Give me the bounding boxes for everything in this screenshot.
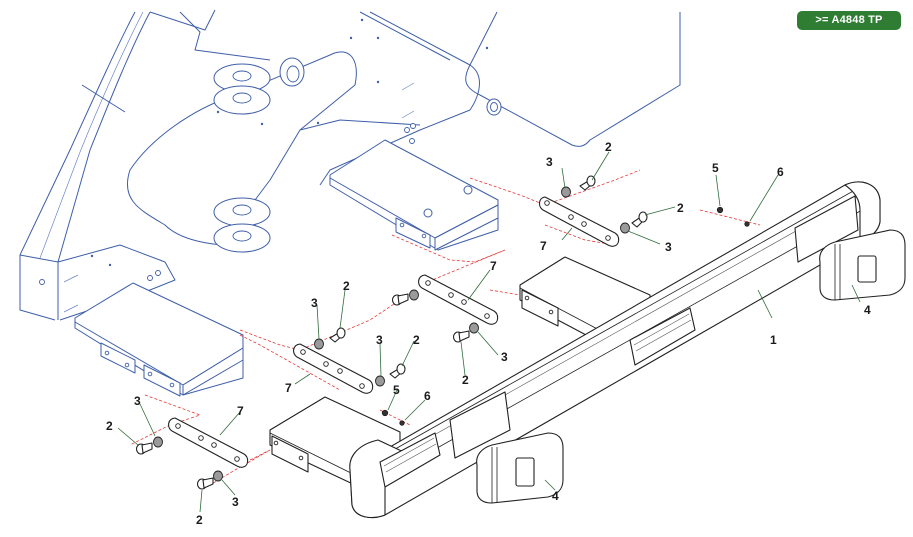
leader-lines <box>117 151 861 513</box>
callout-3: 3 <box>311 296 318 310</box>
machine-frame <box>19 9 681 397</box>
nut-icon <box>423 208 433 218</box>
light-lens <box>857 255 877 283</box>
callout-1: 1 <box>770 333 777 347</box>
callout-2: 2 <box>413 333 420 347</box>
nut <box>716 206 724 214</box>
callout-3: 3 <box>134 394 141 408</box>
washer <box>314 338 324 350</box>
frame-left-arm-outer <box>19 11 136 321</box>
callout-4: 4 <box>552 489 559 503</box>
callout-6: 6 <box>777 165 784 179</box>
link-plate-c <box>293 343 374 394</box>
light-recess-right <box>794 195 859 263</box>
callout-3: 3 <box>232 495 239 509</box>
bolt <box>389 363 406 379</box>
bolt <box>631 211 648 228</box>
callout-labels: 1 2 2 2 2 2 2 2 3 3 3 3 3 3 3 4 4 5 5 6 … <box>106 140 871 527</box>
bolt <box>135 442 153 455</box>
washer <box>409 289 419 301</box>
link-plate-a <box>538 196 620 247</box>
fasteners <box>135 175 750 490</box>
callout-3: 3 <box>665 240 672 254</box>
callout-4: 4 <box>864 303 871 317</box>
light-left <box>476 432 564 504</box>
link-plate-d <box>168 417 249 468</box>
bumper-grab-slot-center <box>629 307 696 366</box>
callout-2: 2 <box>605 140 612 154</box>
callout-7: 7 <box>540 239 547 253</box>
callout-2: 2 <box>462 373 469 387</box>
callout-7: 7 <box>285 381 292 395</box>
frame-rear-cover <box>465 11 681 147</box>
callout-3: 3 <box>501 350 508 364</box>
washer <box>561 186 571 198</box>
light-recess-left <box>449 391 511 459</box>
callout-2: 2 <box>106 419 113 433</box>
link-plate-b <box>418 274 499 325</box>
callout-5: 5 <box>712 161 719 175</box>
washer <box>213 470 223 482</box>
callout-2: 2 <box>343 279 350 293</box>
bumper-assembly <box>269 181 881 519</box>
washer <box>469 322 479 334</box>
washer <box>375 375 385 387</box>
bolt <box>452 330 470 343</box>
callout-6: 6 <box>424 389 431 403</box>
callout-7: 7 <box>490 259 497 273</box>
receiver-tube-upper <box>329 139 499 251</box>
callout-3: 3 <box>376 333 383 347</box>
light-right <box>819 229 906 301</box>
frame-right-body <box>319 11 480 186</box>
nut-icon <box>463 185 473 195</box>
small-washer <box>744 221 750 227</box>
bolt <box>196 477 214 490</box>
callout-2: 2 <box>677 201 684 215</box>
bolt <box>391 293 409 306</box>
link-plates <box>168 196 620 468</box>
bumper-grab-slot-left <box>379 432 441 488</box>
washer <box>153 436 163 448</box>
bolt <box>329 327 346 343</box>
washer <box>620 222 630 234</box>
serial-range-badge: >= A4848 TP <box>797 11 901 30</box>
callout-2: 2 <box>196 513 203 527</box>
nut <box>381 409 389 417</box>
receiver-tube-lower <box>74 282 244 397</box>
callout-3: 3 <box>546 155 553 169</box>
callout-5: 5 <box>393 383 400 397</box>
callout-7: 7 <box>237 404 244 418</box>
light-lens <box>515 457 535 487</box>
small-washer <box>399 420 405 426</box>
